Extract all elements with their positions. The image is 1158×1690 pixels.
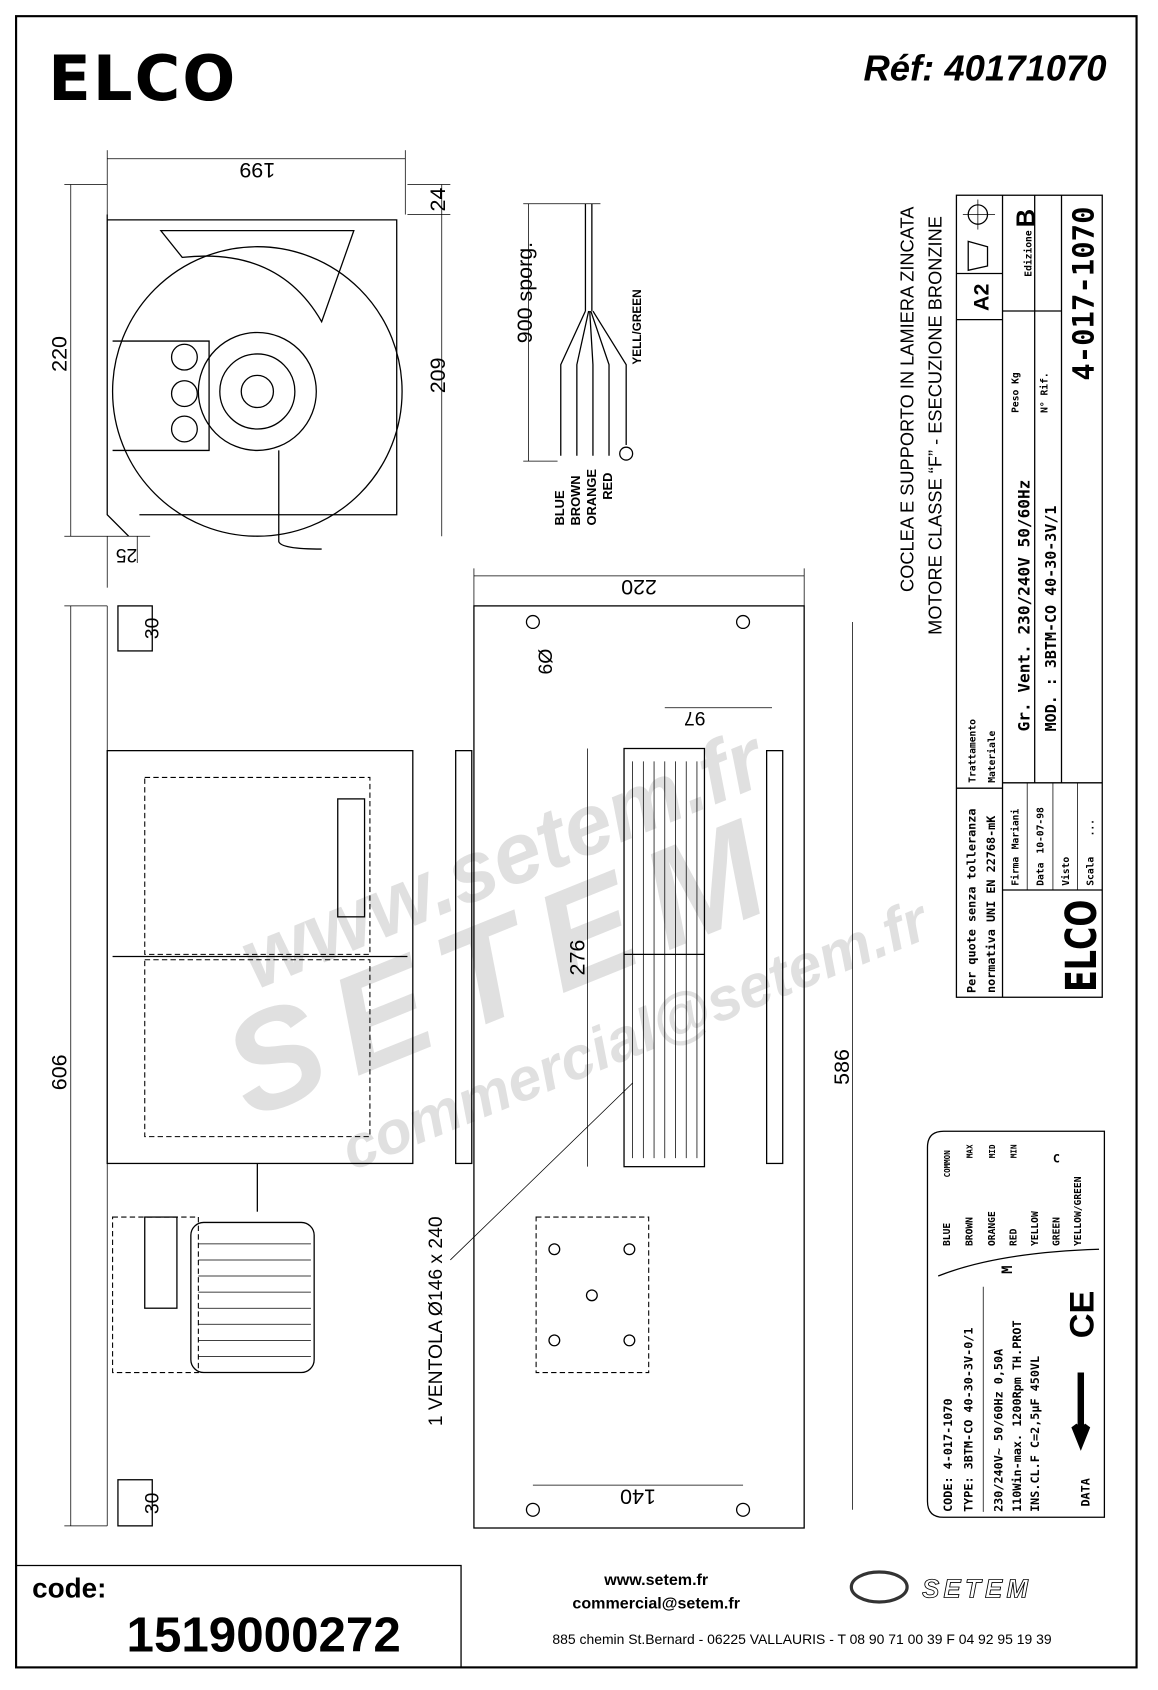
- dim-25: 25: [116, 544, 137, 565]
- wire-label-yellow-green: YELL/GREEN: [631, 289, 644, 364]
- dim-220: 220: [47, 336, 71, 372]
- label-type: TYPE: 3BTM-CO 40-30-3V-0/1: [962, 1328, 976, 1512]
- dim-30-bottom: 30: [143, 1493, 164, 1514]
- date-arrow-icon: [1071, 1372, 1091, 1451]
- dim-hole-diameter: Ø9: [533, 649, 554, 675]
- wire-length: 900 sporg.: [513, 242, 537, 343]
- elco-logo: ELCO: [48, 42, 237, 115]
- dim-30-top: 30: [143, 618, 164, 639]
- signature-label: Firma: [1010, 857, 1022, 886]
- dim-199: 199: [239, 158, 275, 182]
- scale-value: ...: [1086, 819, 1097, 836]
- wire-label-blue: BLUE: [552, 490, 567, 525]
- material-label: Materiale: [986, 730, 998, 782]
- description-line-1: COCLEA E SUPPORTO IN LAMIERA ZINCATA: [898, 206, 918, 592]
- checked-label: Visto: [1060, 857, 1072, 886]
- wire-yellow: YELLOW: [1030, 1211, 1041, 1246]
- title-block: A2 Edizione B Peso Kg N° Rif. 4-017-1070…: [955, 194, 1107, 998]
- format-value: A2: [970, 284, 994, 311]
- code-label: code:: [32, 1573, 106, 1604]
- footer-address: 885 chemin St.Bernard - 06225 VALLAURIS …: [552, 1631, 1051, 1647]
- setem-logo: SETEM: [922, 1576, 1032, 1604]
- ref-label: N° Rif.: [1039, 372, 1051, 413]
- wire-red-function: MIN: [1009, 1144, 1018, 1158]
- signature-value: Mariani: [1010, 809, 1022, 850]
- reference-number: Réf: 40171070: [863, 48, 1106, 89]
- wire-red: RED: [1008, 1228, 1019, 1246]
- dim-24: 24: [426, 188, 450, 212]
- label-line-2: 110Win-max. 1200Rpm TH.PROT: [1010, 1320, 1024, 1512]
- setem-logo-swirl: [849, 1570, 909, 1604]
- wire-label-brown: BROWN: [568, 475, 583, 525]
- date-value: 10-07-98: [1035, 807, 1046, 854]
- tolerance-line-2: normativa UNI EN 22768-mK: [984, 815, 998, 993]
- code-value: 1519000272: [127, 1607, 401, 1662]
- drawing-title: Gr. Vent. 230/240V 50/60Hz: [1014, 480, 1033, 732]
- front-view: 606 30 30: [47, 605, 414, 1527]
- edition-label: Edizione: [1022, 230, 1034, 277]
- wire-yellow-green: YELLOW/GREEN: [1073, 1176, 1084, 1246]
- weight-label: Peso Kg: [1011, 372, 1022, 413]
- motor-symbol: M: [1000, 1265, 1016, 1273]
- tolerance-line-1: Per quote senza tolleranza: [965, 809, 979, 993]
- title-block-elco-logo: ELCO: [1057, 900, 1107, 992]
- wire-brown: BROWN: [965, 1217, 976, 1246]
- impeller-note: 1 VENTOLA Ø146 x 240: [426, 1216, 447, 1426]
- dim-606: 606: [47, 1054, 71, 1090]
- scale-label: Scala: [1086, 857, 1097, 886]
- edition-value: B: [1013, 209, 1041, 228]
- dim-586: 586: [830, 1049, 854, 1085]
- wire-blue-function: COMMON: [943, 1150, 952, 1178]
- label-code: CODE: 4-017-1070: [941, 1398, 955, 1512]
- rating-label: CODE: 4-017-1070 TYPE: 3BTM-CO 40-30-3V-…: [926, 1130, 1106, 1518]
- footer-email: commercial@setem.fr: [572, 1594, 740, 1612]
- wire-brown-function: MAX: [966, 1144, 975, 1158]
- dim-209: 209: [426, 357, 450, 393]
- capacitor-symbol-label: C: [1053, 1151, 1060, 1165]
- wire-label-orange: ORANGE: [584, 469, 599, 526]
- drawing-number: 4-017-1070: [1067, 207, 1101, 381]
- date-label: Data: [1035, 862, 1046, 885]
- wire-blue: BLUE: [942, 1223, 953, 1246]
- model-number: MOD. : 3BTM-CO 40-30-3V/1: [1042, 506, 1060, 732]
- label-line-3: INS.CL.F C=2,5µF 450VL: [1028, 1356, 1042, 1512]
- label-date: DATA: [1078, 1478, 1092, 1506]
- wire-green: GREEN: [1051, 1217, 1062, 1246]
- dim-276: 276: [565, 940, 589, 976]
- dim-140: 140: [620, 1484, 656, 1508]
- treatment-label: Trattamento: [968, 719, 979, 783]
- wire-label-red: RED: [600, 473, 615, 500]
- description-line-2: MOTORE CLASSE “F” - ESECUZIONE BRONZINE: [925, 216, 945, 635]
- ce-mark: CE: [1064, 1291, 1102, 1339]
- dim-97: 97: [684, 707, 705, 728]
- label-line-1: 230/240V~ 50/60Hz 0,50A: [992, 1349, 1006, 1512]
- footer: code: 1519000272 www.setem.fr commercial…: [16, 1564, 1052, 1668]
- wire-lead-diagram: 900 sporg. BLUE BROWN ORANGE RED YELL/GR…: [513, 203, 644, 526]
- top-view: 199 24 209 220 25: [47, 150, 451, 588]
- footer-website: www.setem.fr: [603, 1571, 709, 1589]
- wire-orange-function: MID: [988, 1144, 997, 1158]
- side-view: 220 Ø9 97 276 586 140 1 VENTOLA Ø146 x 2…: [426, 568, 854, 1529]
- dim-220-side: 220: [621, 575, 657, 599]
- wire-orange: ORANGE: [987, 1211, 998, 1246]
